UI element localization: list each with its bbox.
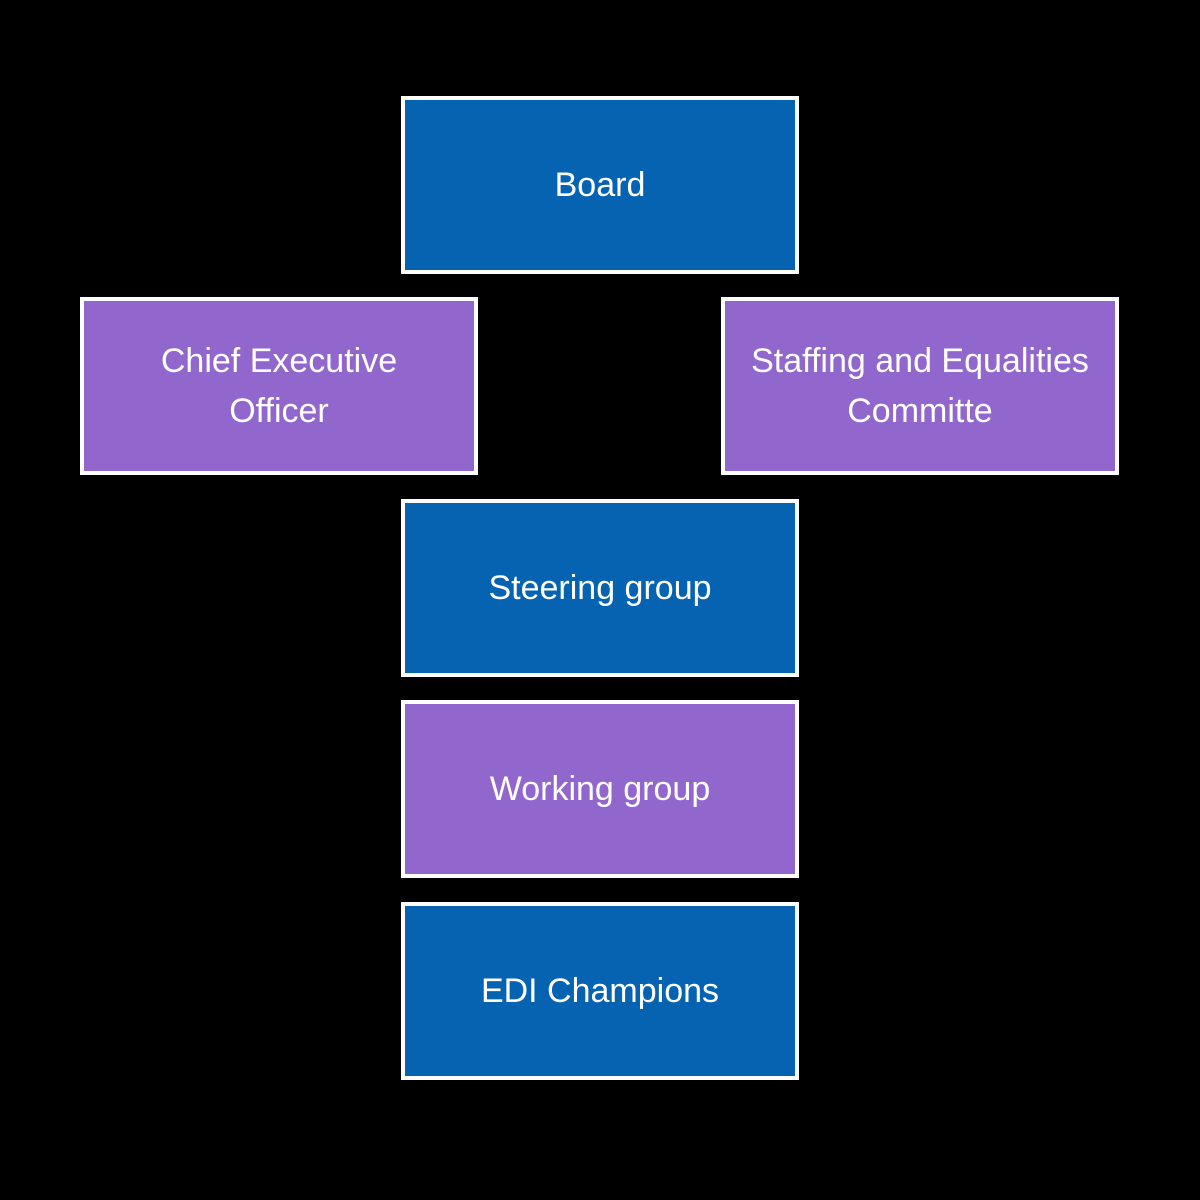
node-steering-group-label: Steering group xyxy=(488,569,712,607)
node-board: Board xyxy=(401,96,799,274)
node-edi-champions-label: EDI Champions xyxy=(480,972,720,1010)
node-edi-champions: EDI Champions xyxy=(401,902,799,1080)
node-working-group-label: Working group xyxy=(489,770,711,808)
node-board-label: Board xyxy=(554,166,646,204)
node-working-group: Working group xyxy=(401,700,799,878)
node-staffing-and-equalities-committe: Staffing and Equalities Committe xyxy=(721,297,1119,475)
node-steering-group: Steering group xyxy=(401,499,799,677)
node-chief-executive-officer: Chief Executive Officer xyxy=(80,297,478,475)
node-chief-executive-officer-label: Chief Executive Officer xyxy=(160,342,398,430)
node-staffing-and-equalities-committe-label: Staffing and Equalities Committe xyxy=(751,342,1089,430)
